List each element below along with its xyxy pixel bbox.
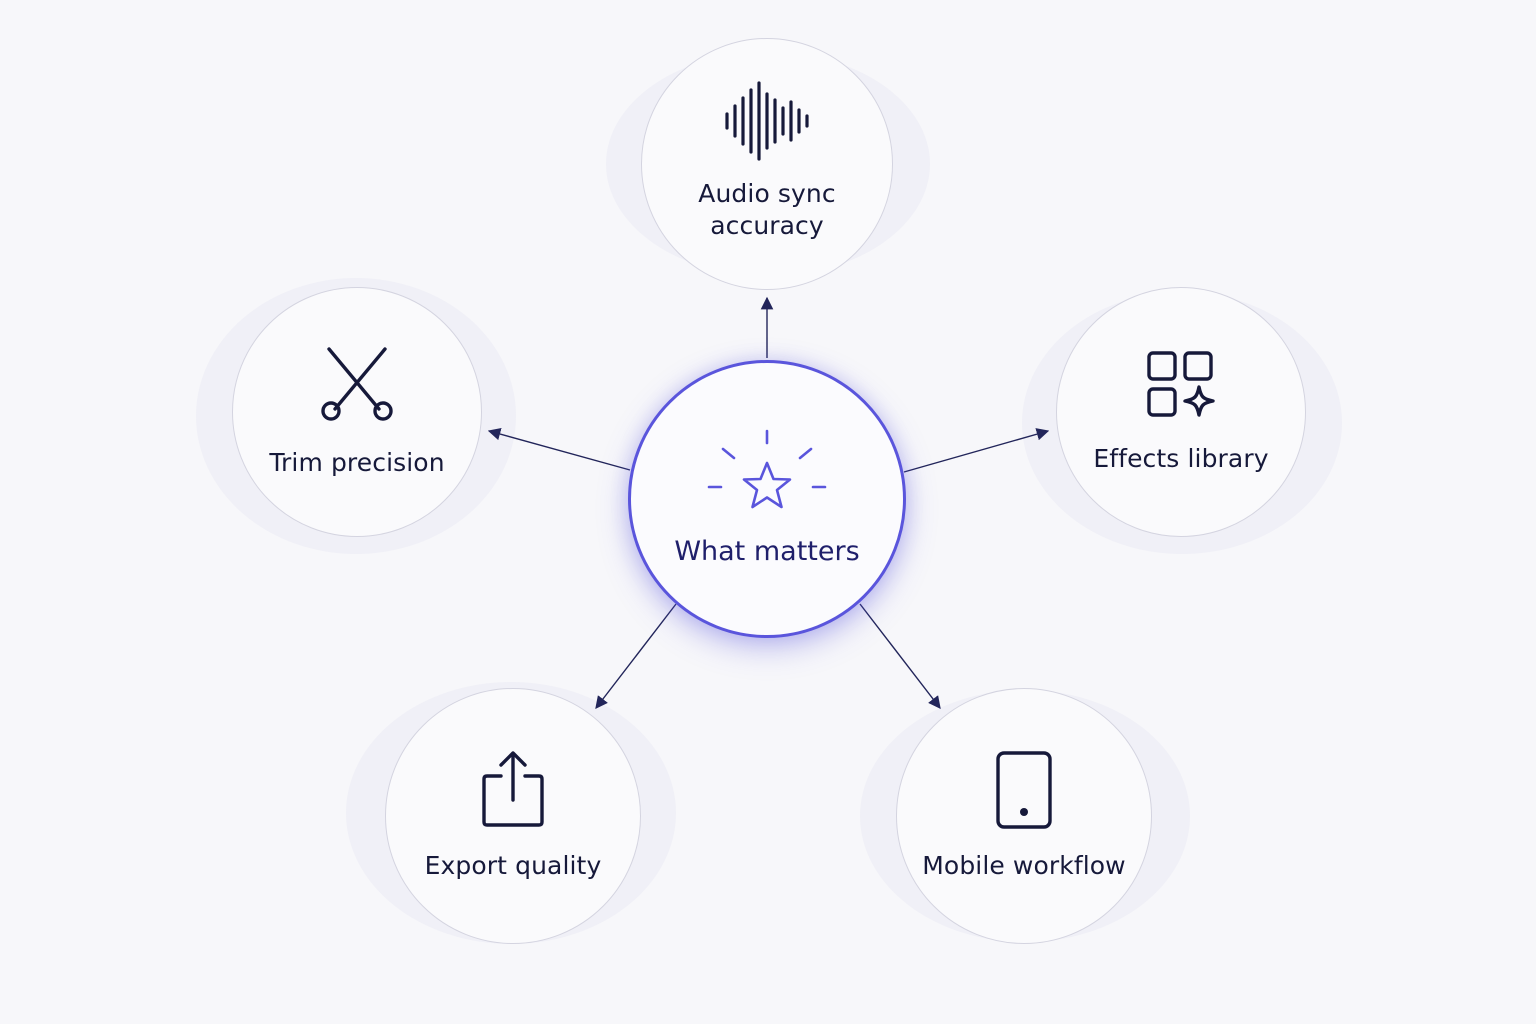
node-effects: Effects library <box>1056 287 1306 537</box>
arrow-to-mobile <box>859 603 941 709</box>
center-label: What matters <box>674 536 860 567</box>
share-export-icon <box>482 751 544 827</box>
node-label-trim: Trim precision <box>269 448 445 477</box>
node-export: Export quality <box>385 688 641 944</box>
waveform-icon <box>725 81 809 161</box>
center-node: What matters <box>628 360 906 638</box>
node-audio-sync: Audio sync accuracy <box>641 38 893 290</box>
node-label-audio-sync: Audio sync accuracy <box>698 179 836 240</box>
node-mobile: Mobile workflow <box>896 688 1152 944</box>
grid-sparkle-icon <box>1147 351 1215 417</box>
arrow-to-effects <box>903 428 1050 473</box>
arrow-to-trim <box>487 427 631 471</box>
node-label-effects: Effects library <box>1093 444 1269 473</box>
arrow-to-export <box>595 603 677 709</box>
node-trim: Trim precision <box>232 287 482 537</box>
phone-icon <box>996 751 1052 829</box>
star-burst-icon <box>707 429 827 509</box>
scissors-icon <box>321 347 393 421</box>
node-label-mobile: Mobile workflow <box>922 851 1126 880</box>
node-label-export: Export quality <box>424 851 602 880</box>
